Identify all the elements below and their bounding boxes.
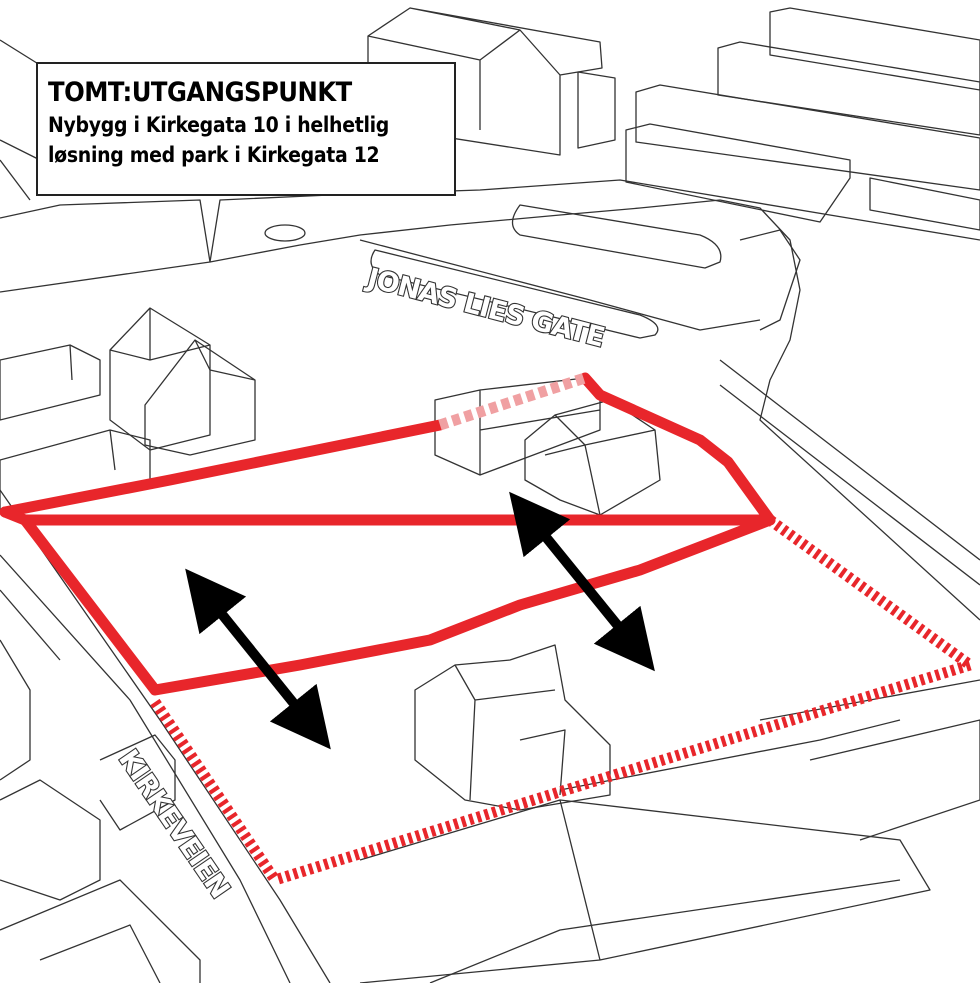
building-top-left: [0, 39, 41, 201]
house-left-row: [0, 344, 101, 421]
boundary-dashed-east: [766, 515, 974, 670]
boundary-faded-segment: [438, 372, 587, 431]
connection-arrows: [185, 491, 655, 750]
road-edge: [0, 199, 211, 293]
house-center-upper: [434, 377, 601, 476]
boundary-middle: [19, 514, 776, 696]
block-lower-left: [0, 639, 31, 781]
info-box: TOMT:UTGANGSPUNKT Nybygg i Kirkegata 10 …: [36, 62, 456, 196]
house-left-1: [109, 307, 211, 451]
info-line-1: Nybygg i Kirkegata 10 i helhetlig: [48, 113, 390, 137]
info-title: TOMT:UTGANGSPUNKT: [48, 77, 352, 108]
boundary-west-edge: [0, 506, 31, 526]
house-center-lower: [524, 399, 661, 516]
info-line-2: løsning med park i Kirkegata 12: [48, 143, 380, 167]
site-boundary-dashed: [150, 515, 974, 886]
building-row-1: [769, 7, 980, 91]
block-lower-right: [359, 799, 931, 983]
roundabout-island: [264, 224, 306, 242]
house-left-2: [0, 429, 151, 511]
building-row-4: [625, 123, 851, 223]
building-row-3: [635, 84, 980, 191]
boundary-dashed-south: [273, 659, 972, 886]
context-linework: [0, 7, 980, 983]
house-south: [414, 644, 611, 811]
boundary-north-left: [0, 419, 446, 518]
boundary-dashed-west: [150, 698, 280, 884]
street-label-jonas-lies-gate: JONAS LIES GATE: [362, 262, 607, 353]
boundary-east-upper: [579, 372, 776, 526]
arrow-right: [509, 491, 655, 672]
building-top-center: [367, 7, 603, 156]
building-row-2: [717, 41, 980, 136]
arrow-left: [185, 568, 331, 750]
site-boundary-solid: [0, 372, 776, 696]
